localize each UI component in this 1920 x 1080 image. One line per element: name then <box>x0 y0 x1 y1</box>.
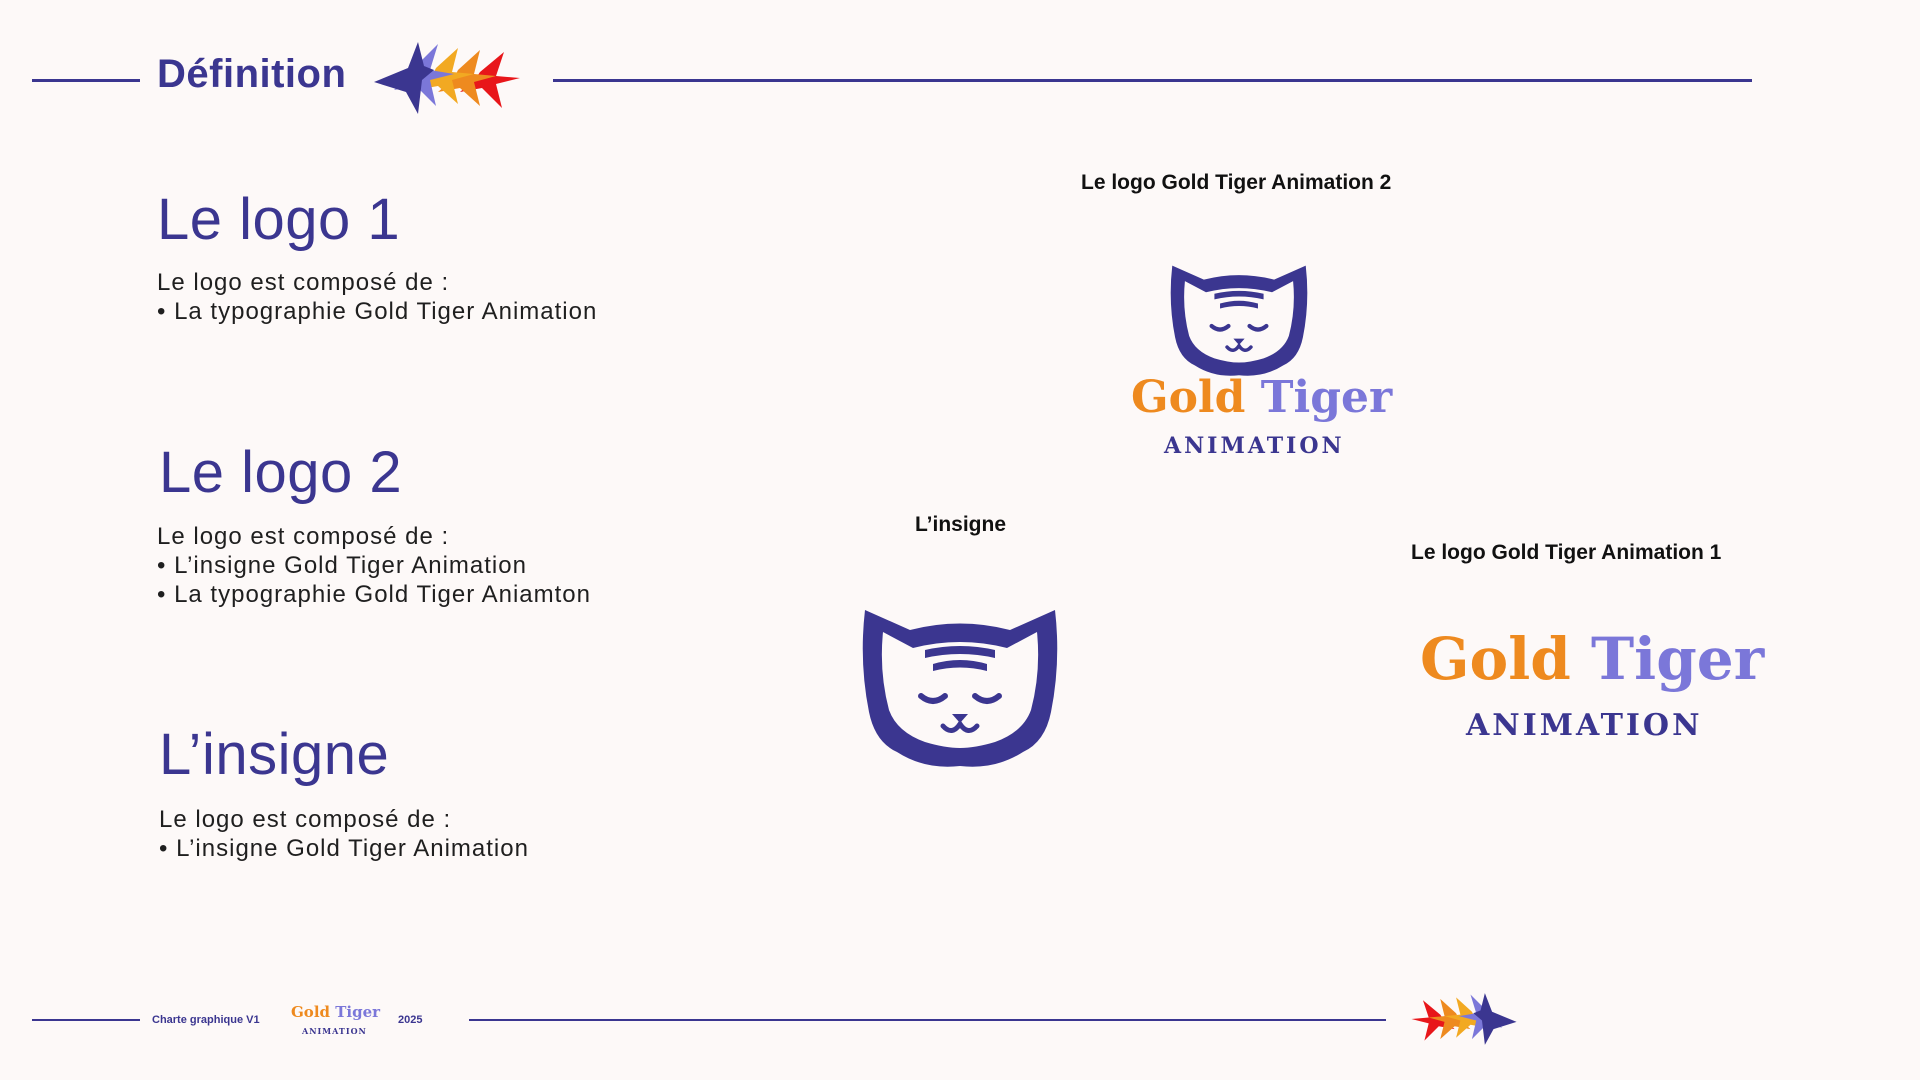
section-title-insigne: L’insigne <box>159 722 390 787</box>
section-title-logo-1: Le logo 1 <box>157 187 401 252</box>
caption-insigne: L’insigne <box>915 513 1007 536</box>
stars-decoration-icon <box>374 42 520 114</box>
stars-decoration-icon <box>1411 993 1517 1045</box>
footer-rule-left <box>32 1019 140 1021</box>
header-rule-left <box>32 79 140 82</box>
logo-word-tiger: Tiger <box>1260 372 1393 423</box>
logo-2-subtitle: ANIMATION <box>1164 433 1345 459</box>
logo-1-wordmark: Gold Tiger <box>1420 625 1764 693</box>
caption-logo-1: Le logo Gold Tiger Animation 1 <box>1411 541 1722 564</box>
tiger-head-icon <box>862 610 1058 767</box>
body-line: • L’insigne Gold Tiger Animation <box>159 835 529 862</box>
logo-word-tiger: Tiger <box>335 1003 381 1021</box>
footer-rule-right <box>469 1019 1386 1021</box>
body-line: • La typographie Gold Tiger Animation <box>157 298 598 325</box>
footer-label: Charte graphique V1 <box>152 1014 260 1026</box>
logo-word-gold: Gold <box>1420 625 1571 693</box>
section-body-logo-1: Le logo est composé de : • La typographi… <box>157 268 597 326</box>
body-line: • L’insigne Gold Tiger Animation <box>157 552 527 579</box>
logo-2-wordmark: Gold Tiger <box>1131 372 1392 423</box>
body-line: Le logo est composé de : <box>157 523 450 550</box>
logo-word-tiger: Tiger <box>1591 625 1765 693</box>
section-body-logo-2: Le logo est composé de : • L’insigne Gol… <box>157 522 591 609</box>
section-body-insigne: Le logo est composé de : • L’insigne Gol… <box>159 805 529 863</box>
header-rule-right <box>553 79 1752 82</box>
logo-word-gold: Gold <box>291 1003 331 1021</box>
footer-year: 2025 <box>398 1014 423 1026</box>
caption-logo-2: Le logo Gold Tiger Animation 2 <box>1081 171 1392 194</box>
page-title: Définition <box>157 52 347 96</box>
body-line: Le logo est composé de : <box>159 806 452 833</box>
section-title-logo-2: Le logo 2 <box>159 440 403 505</box>
footer-logo-subtitle: ANIMATION <box>302 1026 367 1036</box>
tiger-head-icon <box>1170 265 1308 376</box>
logo-word-gold: Gold <box>1131 372 1246 423</box>
footer-logo-wordmark: Gold Tiger <box>291 1003 380 1021</box>
body-line: • La typographie Gold Tiger Aniamton <box>157 581 591 608</box>
logo-1-subtitle: ANIMATION <box>1466 708 1703 743</box>
body-line: Le logo est composé de : <box>157 269 450 296</box>
